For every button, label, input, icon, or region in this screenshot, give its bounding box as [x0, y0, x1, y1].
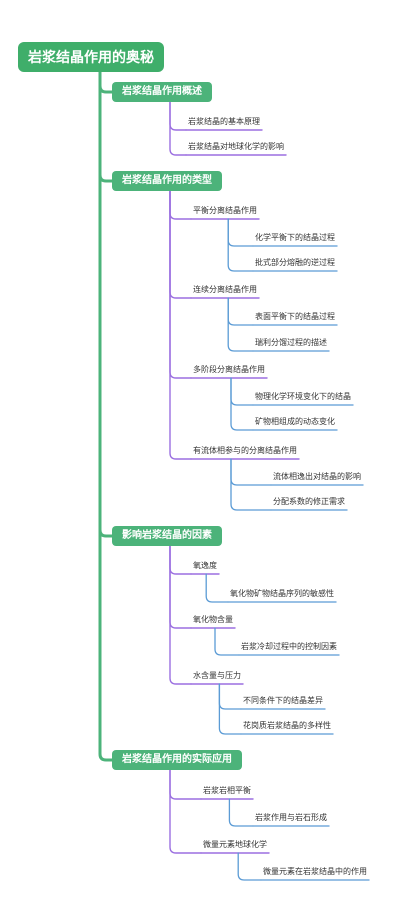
leaf-chemical-equilibrium[interactable]: 化学平衡下的结晶过程 [255, 233, 335, 242]
link-leaf-fluid-escape [230, 458, 272, 486]
topic-oxygen-fugacity[interactable]: 氧逸度 [193, 561, 217, 570]
topic-geochem-influence[interactable]: 岩浆结晶对地球化学的影响 [188, 142, 284, 151]
leaf-surface-equilibrium[interactable]: 表面平衡下的结晶过程 [255, 312, 335, 321]
link-leaf-rock-formation [228, 798, 254, 827]
link-leaf-chemical-equilibrium [227, 218, 254, 247]
link-topic-continuous-crystallization [169, 190, 192, 299]
link-leaf-environment-change [230, 377, 254, 406]
topic-basic-principle[interactable]: 岩浆结晶的基本原理 [188, 117, 260, 126]
link-topic-water-pressure [169, 545, 192, 685]
link-leaf-condition-difference [218, 683, 242, 710]
leaf-oxide-sequence[interactable]: 氧化物矿物结晶序列的敏感性 [230, 589, 334, 598]
link-leaf-batch-melting-inverse [227, 218, 254, 272]
root-link-section-types [98, 66, 114, 183]
topic-equilibrium-crystallization[interactable]: 平衡分离结晶作用 [193, 206, 257, 215]
link-topic-oxide-content [169, 545, 192, 629]
leaf-partition-coefficient[interactable]: 分配系数的修正需求 [273, 497, 345, 506]
topic-continuous-crystallization[interactable]: 连续分离结晶作用 [193, 285, 257, 294]
leaf-environment-change[interactable]: 物理化学环境变化下的结晶 [255, 392, 351, 401]
topic-trace-elements[interactable]: 微量元素地球化学 [203, 840, 267, 849]
link-leaf-cooling-control [214, 627, 240, 656]
link-topic-basic-principle [169, 101, 187, 131]
topic-oxide-content[interactable]: 氧化物含量 [193, 615, 233, 624]
root-link-section-factors [98, 66, 114, 538]
section-types[interactable]: 岩浆结晶作用的类型 [112, 171, 222, 191]
topic-phase-equilibrium[interactable]: 岩浆岩相平衡 [203, 786, 251, 795]
link-leaf-trace-element-role [237, 852, 262, 881]
section-factors[interactable]: 影响岩浆结晶的因素 [112, 526, 222, 546]
leaf-rock-formation[interactable]: 岩浆作用与岩石形成 [255, 813, 327, 822]
leaf-mineral-phase-dynamics[interactable]: 矿物相组成的动态变化 [255, 417, 335, 426]
leaf-fluid-escape[interactable]: 流体相逸出对结晶的影响 [273, 472, 361, 481]
link-leaf-mineral-phase-dynamics [230, 377, 254, 431]
section-overview[interactable]: 岩浆结晶作用概述 [112, 82, 212, 102]
link-topic-trace-elements [169, 769, 202, 854]
link-topic-fluid-crystallization [169, 190, 192, 460]
leaf-cooling-control[interactable]: 岩浆冷却过程中的控制因素 [241, 642, 337, 651]
leaf-trace-element-role[interactable]: 微量元素在岩浆结晶中的作用 [263, 867, 367, 876]
link-leaf-rayleigh-fractionation [227, 297, 254, 352]
topic-water-pressure[interactable]: 水含量与压力 [193, 671, 241, 680]
leaf-rayleigh-fractionation[interactable]: 瑞利分馏过程的描述 [255, 338, 327, 347]
link-topic-phase-equilibrium [169, 769, 202, 800]
link-leaf-oxide-sequence [205, 573, 229, 603]
leaf-granite-diversity[interactable]: 花岗质岩浆结晶的多样性 [243, 721, 331, 730]
section-applications[interactable]: 岩浆结晶作用的实际应用 [112, 750, 242, 770]
link-topic-equilibrium-crystallization [169, 190, 192, 220]
link-topic-oxygen-fugacity [169, 545, 192, 575]
topic-fluid-crystallization[interactable]: 有流体相参与的分离结晶作用 [193, 446, 297, 455]
topic-multistage-crystallization[interactable]: 多阶段分离结晶作用 [193, 365, 265, 374]
root-link-section-applications [98, 66, 114, 762]
link-topic-geochem-influence [169, 101, 187, 156]
link-leaf-granite-diversity [218, 683, 242, 735]
leaf-condition-difference[interactable]: 不同条件下的结晶差异 [243, 696, 323, 705]
link-leaf-surface-equilibrium [227, 297, 254, 326]
leaf-batch-melting-inverse[interactable]: 批式部分熔融的逆过程 [255, 258, 335, 267]
link-leaf-partition-coefficient [230, 458, 272, 511]
root-node[interactable]: 岩浆结晶作用的奥秘 [18, 42, 164, 72]
